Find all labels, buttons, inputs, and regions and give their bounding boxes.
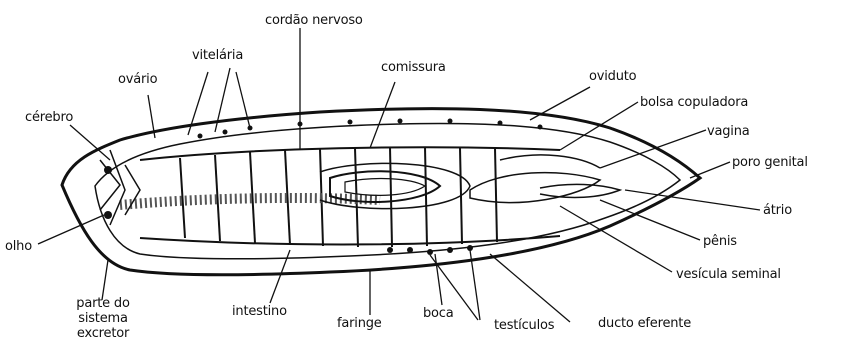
label-vagina: vagina — [707, 124, 750, 139]
eye-spot — [104, 211, 112, 219]
nerve-cord-upper — [140, 147, 560, 160]
eye-spot — [104, 166, 112, 174]
label-vitelaria: vitelária — [192, 48, 243, 63]
body-outline — [62, 109, 700, 275]
vitellaria — [198, 119, 543, 139]
label-bolsa-copuladora: bolsa copuladora — [640, 95, 748, 110]
label-parte-do-sistema-excretor: parte do sistema excretor — [65, 296, 141, 341]
label-poro-genital: poro genital — [732, 155, 808, 170]
label-olho: olho — [5, 239, 32, 254]
label-ovario: ovário — [118, 72, 157, 87]
label-intestino: intestino — [232, 304, 287, 319]
label-comissura: comissura — [381, 60, 446, 75]
label-ducto-eferente: ducto eferente — [598, 316, 691, 331]
label-cordao-nervoso: cordão nervoso — [265, 13, 363, 28]
label-parte-do-sistema-excretor-line: sistema — [65, 311, 141, 326]
label-faringe: faringe — [337, 316, 382, 331]
label-atrio: átrio — [763, 203, 792, 218]
label-boca: boca — [423, 306, 454, 321]
label-vesicula-seminal: vesícula seminal — [676, 267, 781, 282]
commissures — [180, 147, 497, 247]
label-parte-do-sistema-excretor-line: parte do — [65, 296, 141, 311]
label-oviduto: oviduto — [589, 69, 636, 84]
label-cerebro: cérebro — [25, 110, 73, 125]
label-testiculos: testículos — [494, 318, 554, 333]
copulatory-bursa — [500, 155, 600, 168]
label-parte-do-sistema-excretor-line: excretor — [65, 326, 141, 341]
label-penis: pênis — [703, 234, 737, 249]
